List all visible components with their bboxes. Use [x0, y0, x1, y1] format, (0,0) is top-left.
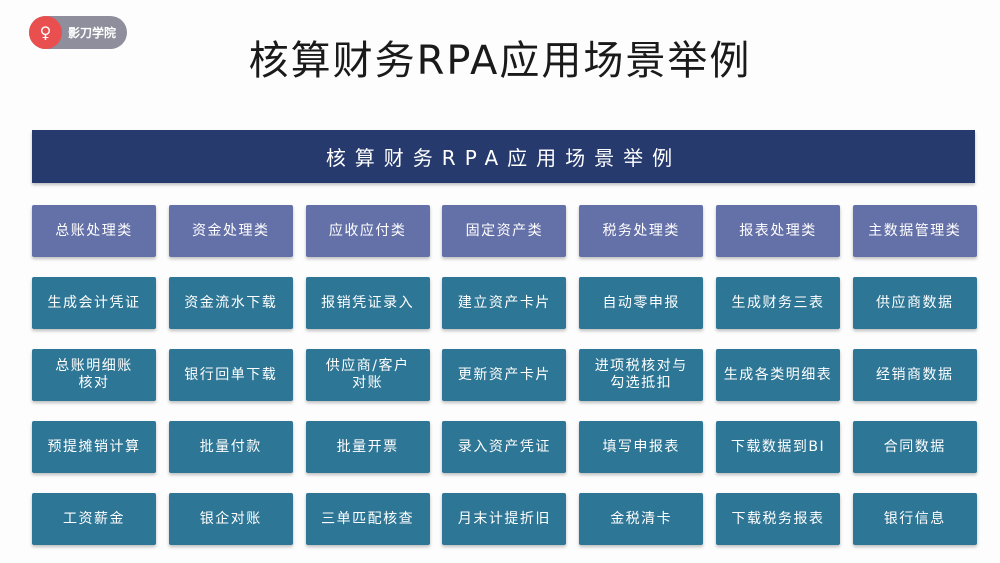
category-header: 资金处理类 [168, 205, 293, 257]
scenario-item: 工资薪金 [32, 493, 156, 545]
scenario-item: 自动零申报 [579, 277, 704, 329]
category-header: 固定资产类 [442, 205, 567, 257]
scenario-item: 生成各类明细表 [715, 349, 840, 401]
scenario-item: 供应商/客户 对账 [305, 349, 430, 401]
scenario-item: 生成会计凭证 [32, 277, 156, 329]
brand-name: 影刀学院 [68, 26, 117, 40]
scenario-item: 供应商数据 [852, 277, 977, 329]
category-header: 主数据管理类 [852, 205, 977, 257]
scenario-item: 月末计提折旧 [442, 493, 567, 545]
scenario-item: 生成财务三表 [715, 277, 840, 329]
scenario-item: 银企对账 [168, 493, 293, 545]
scenario-item: 批量开票 [305, 421, 430, 473]
scenario-item: 更新资产卡片 [442, 349, 567, 401]
scenario-item: 银行信息 [852, 493, 977, 545]
scenario-item: 总账明细账 核对 [32, 349, 156, 401]
scenario-item: 填写申报表 [579, 421, 704, 473]
scenario-item: 批量付款 [168, 421, 293, 473]
scenario-item: 进项税核对与 勾选抵扣 [579, 349, 704, 401]
brand-logo: ♀ 影刀学院 [29, 16, 127, 49]
category-header: 报表处理类 [715, 205, 840, 257]
category-header: 税务处理类 [579, 205, 704, 257]
scenario-item: 下载税务报表 [715, 493, 840, 545]
table-banner: 核算财务RPA应用场景举例 [32, 130, 975, 183]
key-icon: ♀ [29, 16, 62, 49]
category-header: 总账处理类 [32, 205, 156, 257]
category-header: 应收应付类 [305, 205, 430, 257]
scenario-item: 经销商数据 [852, 349, 977, 401]
scenario-grid: 总账处理类资金处理类应收应付类固定资产类税务处理类报表处理类主数据管理类生成会计… [32, 205, 977, 545]
scenario-item: 三单匹配核查 [305, 493, 430, 545]
scenario-item: 录入资产凭证 [442, 421, 567, 473]
scenario-item: 预提摊销计算 [32, 421, 156, 473]
scenario-item: 银行回单下载 [168, 349, 293, 401]
scenario-item: 报销凭证录入 [305, 277, 430, 329]
page-title: 核算财务RPA应用场景举例 [248, 38, 752, 84]
scenario-item: 资金流水下载 [168, 277, 293, 329]
scenario-item: 建立资产卡片 [442, 277, 567, 329]
scenario-item: 合同数据 [852, 421, 977, 473]
scenario-item: 下载数据到BI [715, 421, 840, 473]
scenario-item: 金税清卡 [579, 493, 704, 545]
